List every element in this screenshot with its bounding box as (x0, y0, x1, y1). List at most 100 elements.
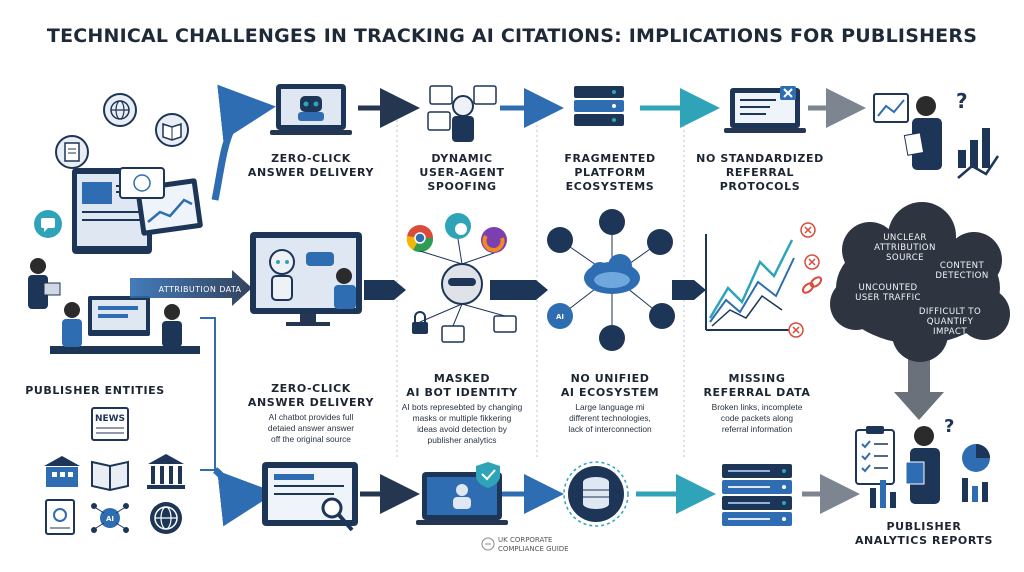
server-stack-illustration (574, 86, 624, 126)
error-x-icon (800, 222, 816, 238)
fragmented-description: Large language mi (575, 402, 645, 412)
robot-chat-monitor-illustration (250, 232, 362, 326)
svg-text:USER-AGENT: USER-AGENT (419, 166, 504, 179)
bank-icon (147, 454, 185, 489)
svg-text:USER TRAFFIC: USER TRAFFIC (855, 293, 921, 303)
analytics-reports-label: PUBLISHER (887, 520, 962, 533)
laptop-alert-illustration (724, 86, 806, 133)
svg-text:AI: AI (106, 515, 114, 523)
zero-click-top-label: ZERO-CLICK (271, 152, 351, 165)
svg-text:PROTOCOLS: PROTOCOLS (720, 180, 801, 193)
fragmented-top-label: FRAGMENTED (564, 152, 655, 165)
robot-laptop-illustration (270, 84, 352, 135)
open-book-icon (91, 460, 129, 492)
globe-icon (103, 93, 137, 127)
svg-text:code packets along: code packets along (721, 413, 794, 423)
browser-logos-mask-illustration (406, 213, 517, 343)
ai-network-icon: AI (91, 503, 129, 533)
error-x-icon (788, 322, 804, 338)
svg-text:off the original source: off the original source (271, 434, 351, 444)
database-node-illustration (563, 461, 629, 527)
fragmented-column: FRAGMENTED PLATFORM ECOSYSTEMS AI (547, 86, 675, 527)
svg-text:ATTRIBUTION DATA: ATTRIBUTION DATA (159, 285, 242, 294)
person-woman-figure (28, 258, 61, 309)
world-globe-icon (150, 502, 182, 534)
svg-text:ANSWER DELIVERY: ANSWER DELIVERY (248, 396, 375, 409)
ai-ecosystem-network-illustration: AI (547, 209, 675, 351)
svg-text:UNCOUNTED: UNCOUNTED (858, 283, 917, 293)
spoofing-top-label: DYNAMIC (431, 152, 492, 165)
attribution-data-arrow: ATTRIBUTION DATA (130, 270, 252, 306)
referral-description: Broken links, incomplete (712, 402, 803, 412)
svg-text:AI BOT IDENTITY: AI BOT IDENTITY (406, 386, 518, 399)
analyst-confused-illustration: ? (873, 89, 1000, 179)
referral-top-label: NO STANDARDIZED (696, 152, 824, 165)
svg-text:different technologies,: different technologies, (569, 413, 651, 423)
broken-link-icon (801, 276, 823, 294)
svg-text:ANALYTICS REPORTS: ANALYTICS REPORTS (855, 534, 993, 547)
svg-text:AI ECOSYSTEM: AI ECOSYSTEM (561, 386, 659, 399)
fragmented-bottom-label: NO UNIFIED (571, 372, 650, 385)
spoofing-bottom-label: MASKED (434, 372, 490, 385)
cloud-text: UNCLEAR (883, 233, 927, 243)
uncertainty-cloud: UNCLEAR ATTRIBUTION SOURCE CONTENT DETEC… (830, 202, 1010, 362)
svg-text:SOURCE: SOURCE (886, 253, 924, 263)
spoofing-column: DYNAMIC USER-AGENT SPOOFING (402, 85, 523, 525)
svg-text:PLATFORM: PLATFORM (574, 166, 645, 179)
svg-text:COMPLIANCE GUIDE: COMPLIANCE GUIDE (498, 545, 569, 553)
svg-text:UK CORPORATE: UK CORPORATE (498, 536, 552, 544)
firefox-icon (481, 227, 507, 253)
svg-text:publisher analytics: publisher analytics (428, 435, 497, 445)
cloud-icon (584, 254, 640, 294)
svg-text:DIFFICULT TO: DIFFICULT TO (919, 307, 981, 317)
chat-icon (34, 210, 62, 238)
flow-arrows (200, 84, 944, 527)
page-title: TECHNICAL CHALLENGES IN TRACKING AI CITA… (47, 25, 977, 47)
publisher-entities-illustration (28, 93, 203, 354)
svg-text:lack of interconnection: lack of interconnection (568, 424, 652, 434)
ai-icon: AI (556, 313, 564, 321)
svg-text:masks or multiple fikkering: masks or multiple fikkering (413, 413, 512, 423)
document-icon (55, 135, 89, 169)
broken-chart-illustration (705, 222, 823, 338)
svg-text:NEWS: NEWS (95, 414, 125, 424)
svg-text:referral information: referral information (722, 424, 793, 434)
svg-text:QUANTIFY: QUANTIFY (927, 317, 974, 327)
error-x-icon (804, 254, 820, 270)
office-desk-illustration (50, 296, 200, 354)
magnifier-monitor-illustration (262, 462, 358, 532)
newspaper-icon: NEWS (91, 407, 129, 441)
svg-text:REFERRAL DATA: REFERRAL DATA (703, 386, 810, 399)
referral-column: NO STANDARDIZED REFERRAL PROTOCOLS (696, 86, 824, 526)
shield-check-icon (476, 462, 500, 488)
publisher-entities-label: PUBLISHER ENTITIES (25, 384, 165, 397)
question-mark-icon: ? (944, 416, 955, 437)
svg-text:REFERRAL: REFERRAL (726, 166, 794, 179)
server-rack-illustration (722, 464, 792, 526)
pie-chart-icon (962, 444, 990, 472)
down-arrow-icon (894, 344, 944, 420)
x-mark-icon (780, 86, 796, 100)
svg-text:IMPACT: IMPACT (933, 327, 967, 337)
svg-text:ANSWER DELIVERY: ANSWER DELIVERY (248, 166, 375, 179)
checklist-icon (861, 440, 888, 473)
lock-icon (412, 311, 428, 334)
referral-bottom-label: MISSING (729, 372, 786, 385)
spoofing-description: AI bots represebted by changing (402, 402, 523, 412)
shield-laptop-illustration (416, 462, 508, 525)
building-icon (44, 456, 80, 487)
zero-click-column: ZERO-CLICK ANSWER DELIVERY ZERO-CLICK AN… (248, 84, 375, 532)
svg-text:ATTRIBUTION: ATTRIBUTION (874, 243, 936, 253)
hacker-screens-illustration (427, 85, 497, 142)
chrome-icon (406, 225, 434, 253)
analytics-reports-illustration: ? (855, 416, 990, 508)
zero-click-description: AI chatbot provides full (269, 412, 354, 422)
svg-text:ECOSYSTEMS: ECOSYSTEMS (566, 180, 655, 193)
svg-text:ideas avoid detection by: ideas avoid detection by (417, 424, 508, 434)
svg-text:DETECTION: DETECTION (935, 271, 988, 281)
zero-click-bottom-label: ZERO-CLICK (271, 382, 351, 395)
edge-icon (445, 213, 471, 239)
publisher-entity-icons: NEWS AI (44, 407, 185, 535)
